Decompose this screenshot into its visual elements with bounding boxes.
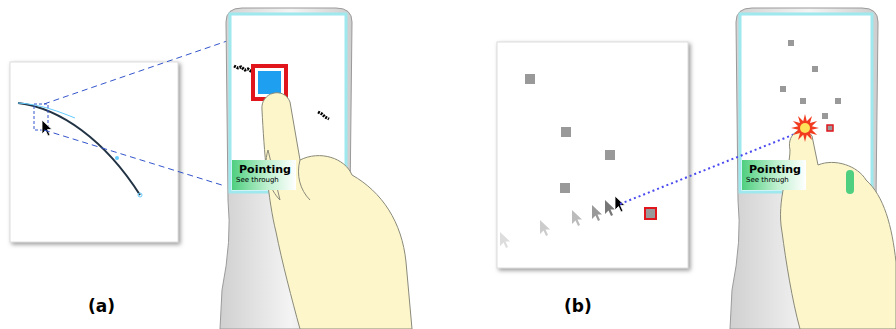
target-square: [258, 71, 281, 94]
tap-burst-core: [800, 123, 810, 133]
cursor-trail: [500, 196, 625, 248]
mode-name: Pointing: [236, 163, 294, 176]
cursor: [42, 120, 52, 136]
goal-target: [827, 125, 833, 131]
mode-band: PointingSee through: [742, 160, 806, 190]
panel-label: (b): [564, 296, 592, 316]
device-button: [846, 170, 854, 194]
mode-name: Pointing: [746, 163, 804, 176]
mode-detail: See through: [746, 176, 804, 185]
zoom-line: [44, 40, 230, 104]
curve-guide: [18, 103, 75, 118]
drawn-curve: [18, 103, 140, 195]
inset-view: [497, 42, 688, 268]
curve-pixels: [318, 112, 329, 119]
targets: [525, 74, 615, 193]
tap-burst: [791, 114, 819, 142]
curve-pixels: [234, 66, 252, 72]
inset-view: [10, 62, 178, 242]
mode-band: PointingSee through: [232, 160, 296, 190]
screen-targets: [780, 40, 841, 119]
panel-label: (a): [88, 296, 115, 316]
control-point: [115, 156, 119, 160]
control-point: [138, 193, 142, 197]
mode-detail: See through: [236, 176, 294, 185]
goal-target: [645, 208, 656, 219]
hand: [262, 93, 412, 329]
zoom-line: [44, 130, 225, 186]
